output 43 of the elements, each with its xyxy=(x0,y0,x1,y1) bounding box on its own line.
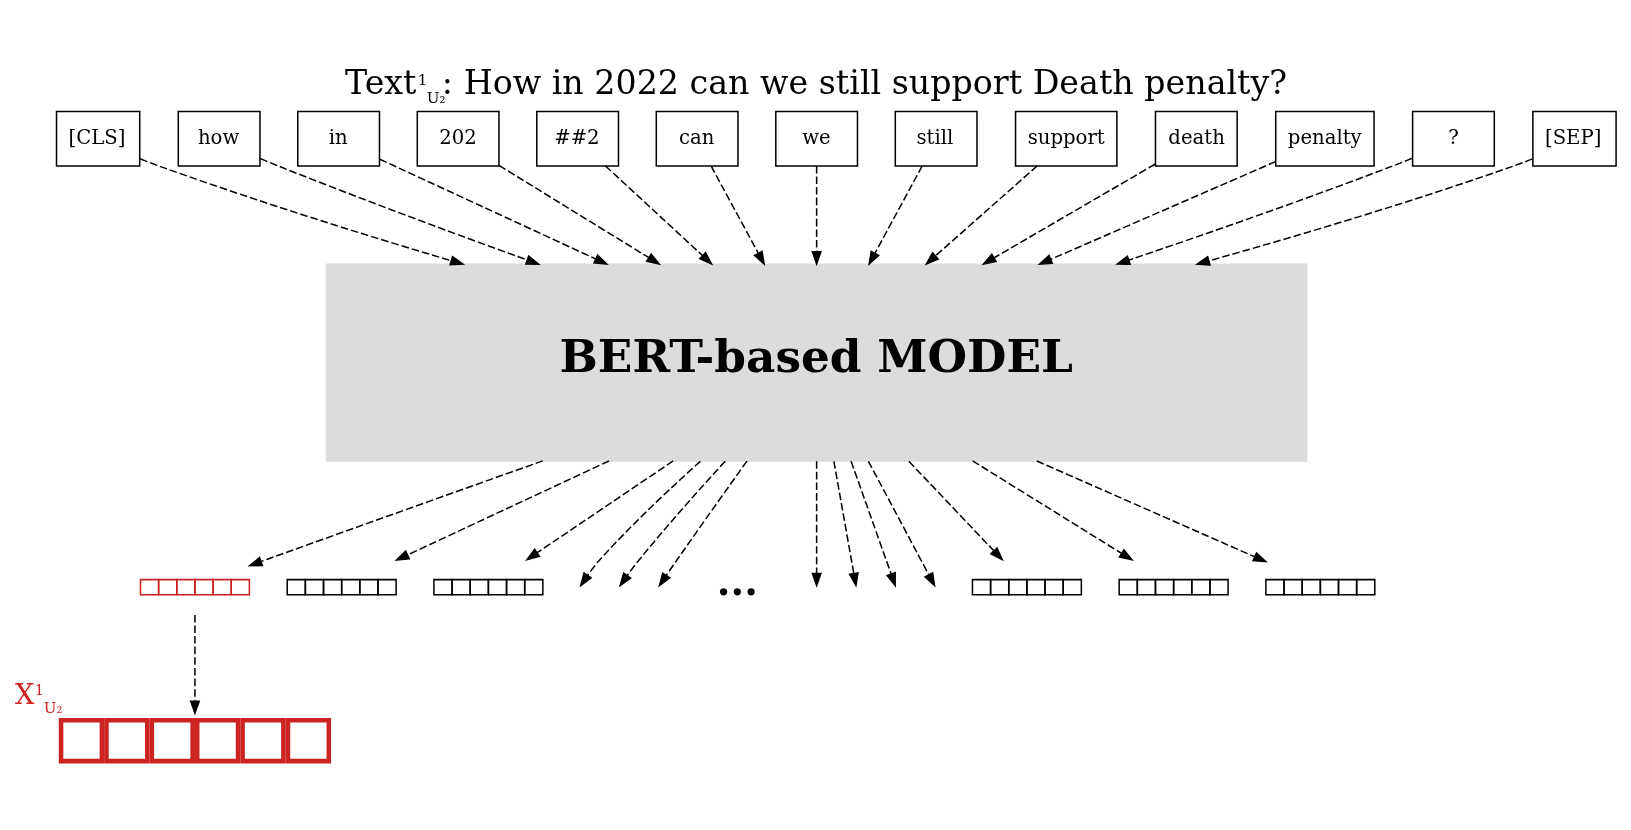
arrow xyxy=(811,460,822,588)
node-box: death xyxy=(1154,110,1238,167)
arrow xyxy=(868,164,923,266)
arrow xyxy=(618,459,726,587)
arrow xyxy=(579,460,702,587)
node-box: still xyxy=(894,110,978,167)
arrow xyxy=(811,164,822,266)
node-box: ##2 xyxy=(536,110,620,167)
arrow xyxy=(850,460,896,588)
label: ... xyxy=(716,557,758,604)
arrow xyxy=(259,157,541,265)
arrow xyxy=(1115,157,1413,265)
arrow xyxy=(908,460,1004,561)
node-box: we xyxy=(775,110,859,167)
arrow xyxy=(498,164,662,265)
node-box: support xyxy=(1014,110,1118,167)
arrow xyxy=(604,164,714,265)
node-box: can xyxy=(655,110,739,167)
node-box: in xyxy=(297,110,381,167)
arrow xyxy=(981,163,1156,265)
arrow xyxy=(394,459,610,561)
arrow xyxy=(867,460,936,587)
node-box: BERT-based MODEL xyxy=(325,262,1308,462)
arrow xyxy=(658,459,748,587)
node-box: how xyxy=(177,110,261,167)
arrow xyxy=(1194,157,1534,266)
node-box: penalty xyxy=(1274,110,1375,167)
arrow xyxy=(710,164,766,266)
arrow xyxy=(247,459,544,566)
diagram-title: Text$^{1}$$_{U₂}$: How in 2022 can we still support Death penalty? xyxy=(345,62,1288,107)
arrow xyxy=(833,460,859,588)
node-box: ? xyxy=(1411,110,1496,167)
arrow xyxy=(971,459,1134,561)
arrow xyxy=(379,157,609,265)
arrow xyxy=(139,157,466,266)
node-box: [CLS] xyxy=(55,110,141,167)
arrow xyxy=(525,459,674,561)
arrow xyxy=(1036,459,1268,563)
node-box: [SEP] xyxy=(1532,110,1617,167)
arrow xyxy=(189,613,201,716)
node-box: 202 xyxy=(416,110,500,167)
arrow xyxy=(1037,160,1277,265)
arrow xyxy=(924,164,1038,265)
